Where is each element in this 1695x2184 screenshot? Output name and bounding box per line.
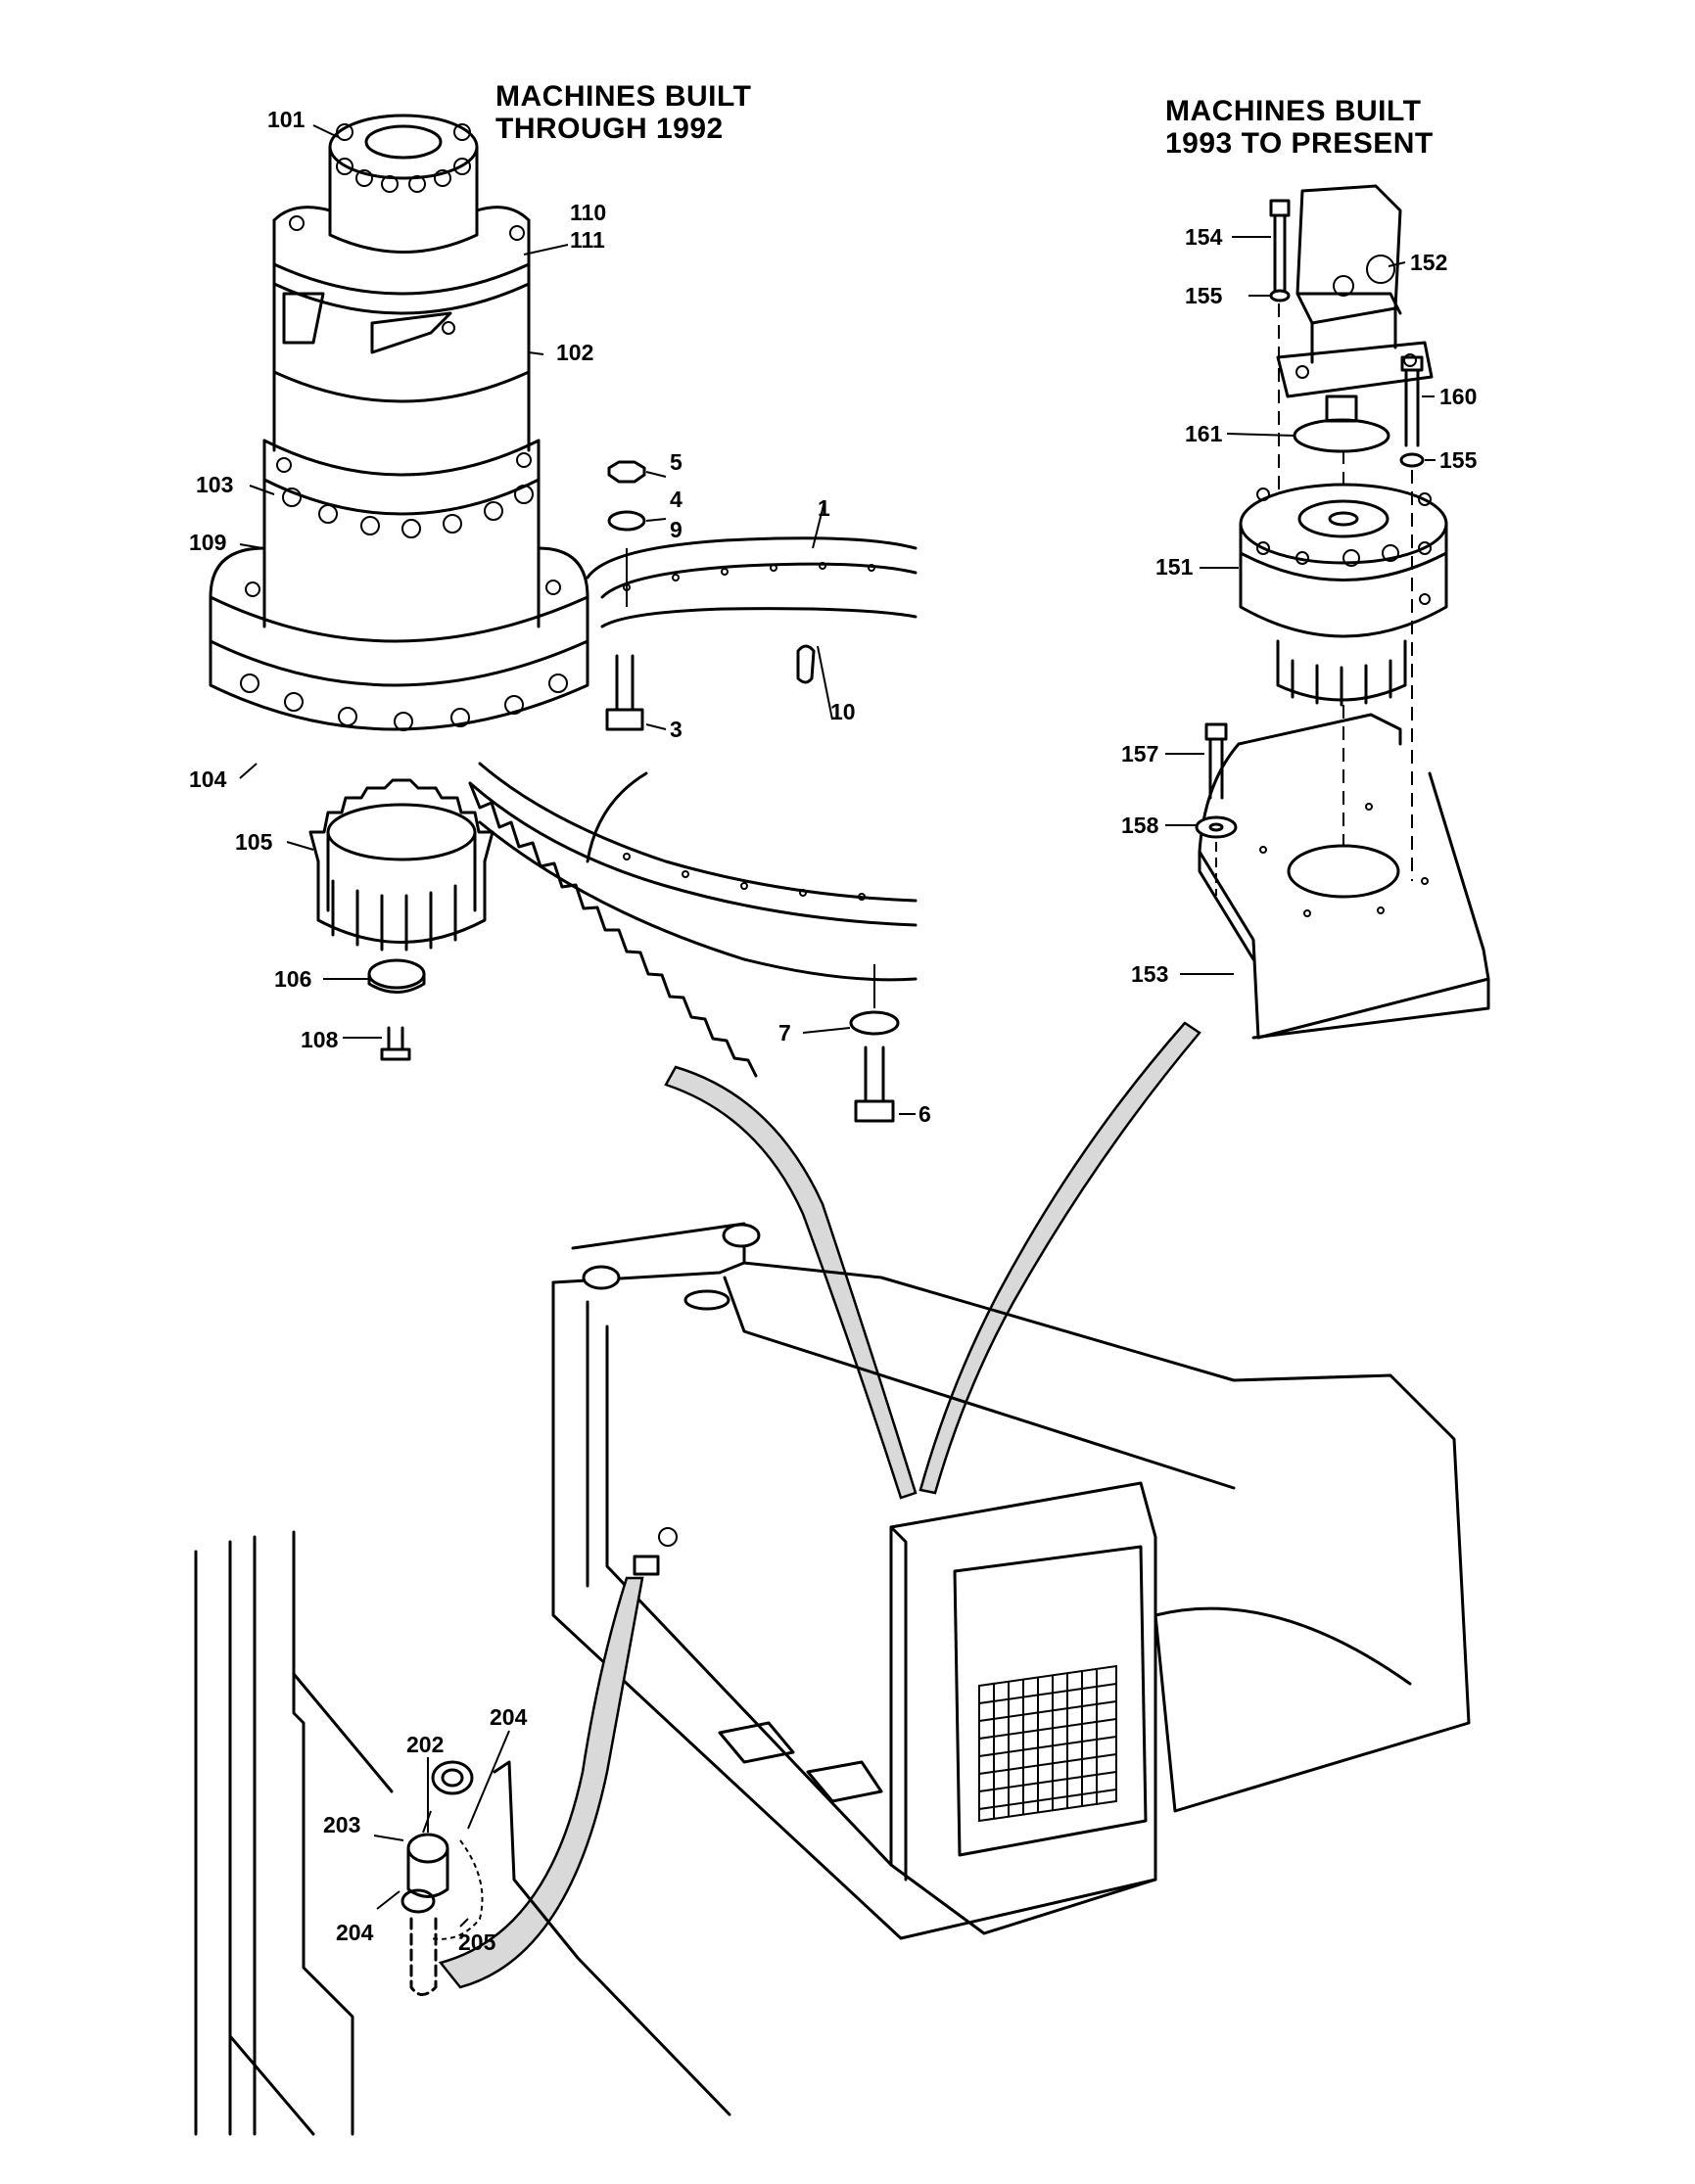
- heading-machines-1993-to-present: MACHINES BUILT 1993 TO PRESENT: [1165, 95, 1434, 160]
- callout-9: 9: [670, 517, 683, 542]
- callout-110: 110: [570, 200, 606, 225]
- callout-6: 6: [918, 1101, 931, 1127]
- callout-106: 106: [274, 966, 311, 992]
- callout-158: 158: [1121, 813, 1159, 838]
- callout-151: 151: [1155, 554, 1194, 580]
- callout-111: 111: [570, 227, 605, 253]
- callout-104: 104: [189, 767, 227, 792]
- cab-grille: [978, 1664, 1117, 1823]
- callout-203: 203: [323, 1812, 360, 1837]
- swing-drive-assembly: [209, 114, 589, 1061]
- swing-motor-1993: [1195, 184, 1490, 1040]
- callout-109: 109: [189, 530, 226, 555]
- callout-3: 3: [670, 717, 683, 742]
- callout-155-top: 155: [1185, 283, 1223, 308]
- callout-labels: 101 110 111 102 103 109 104 105 106 108 …: [189, 107, 1478, 1955]
- callout-101: 101: [267, 107, 306, 132]
- callout-103: 103: [196, 472, 233, 497]
- callout-5: 5: [670, 449, 683, 475]
- drain-hose-detail: [194, 1530, 731, 2136]
- callout-160: 160: [1439, 384, 1477, 409]
- callout-202: 202: [406, 1732, 444, 1757]
- callout-153: 153: [1131, 961, 1168, 987]
- callout-204-top: 204: [490, 1704, 528, 1730]
- swing-bearing-ring: [468, 536, 918, 1078]
- callout-1: 1: [818, 495, 830, 521]
- callout-7: 7: [778, 1020, 791, 1046]
- heading-left-line1: MACHINES BUILT: [495, 80, 752, 113]
- callout-10: 10: [830, 699, 856, 724]
- callout-102: 102: [556, 340, 593, 365]
- leader-lines: [239, 124, 1436, 1928]
- heading-left-line2: THROUGH 1992: [495, 113, 724, 145]
- callout-105: 105: [235, 829, 273, 855]
- callout-157: 157: [1121, 741, 1158, 767]
- heading-machines-through-1992: MACHINES BUILT THROUGH 1992: [495, 80, 751, 145]
- callout-155-right: 155: [1439, 447, 1478, 473]
- callout-152: 152: [1410, 250, 1447, 275]
- callout-205: 205: [458, 1929, 496, 1955]
- heading-right-line2: 1993 TO PRESENT: [1165, 127, 1434, 160]
- callout-4: 4: [670, 487, 683, 512]
- callout-204-bottom: 204: [336, 1920, 374, 1945]
- callout-108: 108: [301, 1027, 339, 1052]
- upper-frame: [551, 1021, 1471, 1940]
- heading-right-line1: MACHINES BUILT: [1165, 95, 1422, 127]
- callout-161: 161: [1185, 421, 1223, 446]
- fasteners-left: [605, 460, 900, 1123]
- callout-154: 154: [1185, 224, 1223, 250]
